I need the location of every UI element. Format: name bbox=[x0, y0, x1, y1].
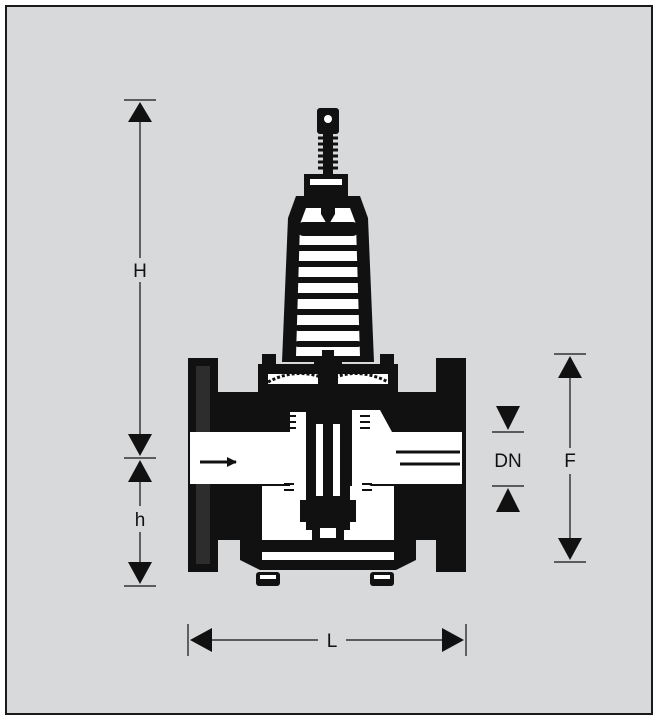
dimension-DN: DN bbox=[492, 406, 524, 512]
spring-housing bbox=[282, 196, 374, 372]
label-L: L bbox=[327, 631, 338, 652]
label-h: h bbox=[135, 510, 146, 531]
label-H: H bbox=[133, 261, 147, 282]
pressure-reducing-valve bbox=[188, 108, 466, 586]
diaphragm-flange bbox=[258, 354, 398, 392]
dimension-L: L bbox=[187, 624, 467, 656]
dimension-F: F bbox=[554, 353, 586, 563]
adjusting-screw bbox=[304, 108, 348, 196]
dimension-H: H bbox=[124, 99, 156, 459]
label-F: F bbox=[564, 451, 576, 472]
dimension-h: h bbox=[124, 460, 156, 587]
valve-body bbox=[188, 358, 466, 586]
label-DN: DN bbox=[494, 451, 521, 472]
